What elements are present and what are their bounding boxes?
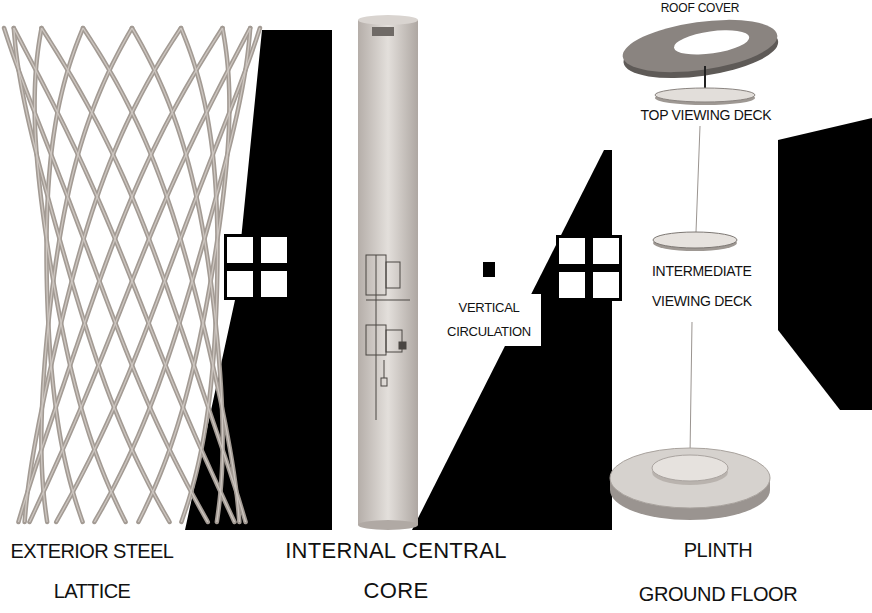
- part-label: GROUND FLOOR: [628, 580, 808, 608]
- projection-wedge: [412, 150, 612, 530]
- steel-lattice: [4, 28, 260, 522]
- core-bottom: [358, 520, 418, 530]
- lattice-rod: [25, 28, 181, 522]
- lattice-rod: [35, 28, 126, 522]
- plus-symbol: [224, 234, 290, 300]
- circulation-plan: [366, 255, 410, 420]
- part-label: ROOF COVER: [650, 1, 750, 15]
- lattice-highlight: [18, 28, 222, 522]
- lattice-rod: [30, 28, 251, 522]
- plus-symbol: [556, 235, 622, 301]
- part-label: INTERNAL CENTRAL CORE: [276, 531, 516, 611]
- lattice-highlight: [181, 28, 218, 522]
- lattice-highlight: [42, 28, 246, 522]
- core-opening: [372, 27, 394, 36]
- part-label: VERTICAL CIRCULATION: [437, 294, 541, 346]
- lattice-highlight: [83, 28, 239, 522]
- projection-wedge: [778, 118, 872, 410]
- plinth: [610, 448, 770, 520]
- lattice-rod: [138, 28, 229, 522]
- core-cylinder: [358, 20, 418, 525]
- lattice-highlight: [30, 28, 251, 522]
- part-label: EXTERIOR STEEL LATTICE: [2, 531, 182, 611]
- lattice-highlight: [14, 28, 235, 522]
- part-label: INTERMEDIATE VIEWING DECK: [652, 256, 764, 316]
- axis-line: [690, 322, 692, 455]
- top-deck: [655, 88, 755, 105]
- lattice-highlight: [25, 28, 181, 522]
- lattice-highlight: [46, 28, 83, 522]
- part-label: TOP VIEWING DECK: [628, 106, 784, 124]
- lattice-highlight: [4, 28, 208, 522]
- core-top: [358, 15, 418, 25]
- lattice-highlight: [35, 28, 126, 522]
- roof-cover: [619, 11, 781, 86]
- axis-line: [696, 126, 700, 232]
- lattice-rod: [83, 28, 239, 522]
- central-core: [358, 15, 418, 530]
- marker-square: [483, 262, 495, 277]
- lattice-rod: [14, 28, 235, 522]
- lattice-highlight: [14, 28, 170, 522]
- lattice-rod: [14, 28, 170, 522]
- lattice-highlight: [138, 28, 229, 522]
- part-label: PLINTH: [638, 536, 798, 564]
- connector-stub: [704, 66, 706, 90]
- intermediate-deck: [653, 232, 737, 251]
